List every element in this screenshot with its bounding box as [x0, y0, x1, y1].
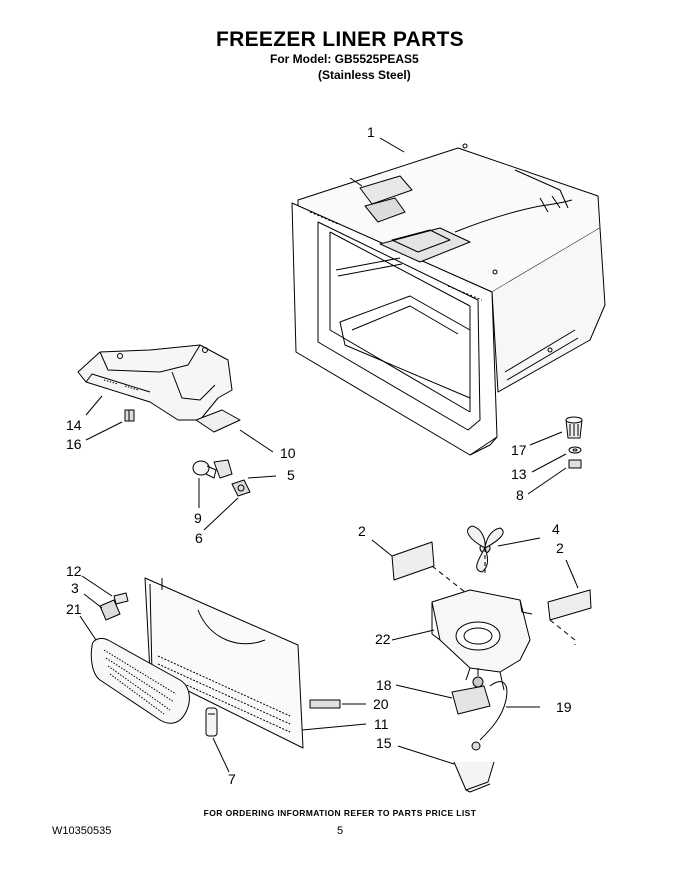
foam-block-right: [547, 589, 592, 621]
callout-14: 14: [66, 417, 82, 433]
callout-12: 12: [66, 563, 82, 579]
callout-5: 5: [287, 467, 295, 483]
damper-knob: [565, 416, 583, 439]
callout-9: 9: [194, 510, 202, 526]
callout-20: 20: [373, 696, 389, 712]
ordering-note: FOR ORDERING INFORMATION REFER TO PARTS …: [203, 808, 477, 818]
air-duct-cover: [77, 344, 233, 421]
callout-7: 7: [228, 771, 236, 787]
foam-block-left: [391, 541, 435, 581]
clip-16: [124, 409, 135, 422]
foam-pad: [195, 409, 241, 433]
callout-2-left: 2: [358, 523, 366, 539]
bracket-3: [99, 599, 121, 621]
finish-line: (Stainless Steel): [318, 68, 411, 82]
motor-bracket: [453, 741, 495, 793]
callout-21: 21: [66, 601, 82, 617]
screw-12: [113, 592, 129, 605]
light-socket: [213, 459, 233, 479]
fan-blade: [467, 525, 504, 575]
callout-labels: 1 14 16 10 5 9 6 17 13 8 2 4 2 12 3 21 2…: [66, 124, 572, 787]
foam-strip: [309, 699, 341, 709]
callout-18: 18: [376, 677, 392, 693]
callout-1: 1: [367, 124, 375, 140]
callout-4: 4: [552, 521, 560, 537]
washer-13: [568, 446, 582, 454]
freezer-liner-tub: [291, 143, 606, 456]
model-line: For Model: GB5525PEAS5: [270, 52, 419, 66]
fan-shroud: [431, 589, 533, 691]
callout-16: 16: [66, 436, 82, 452]
callout-3: 3: [71, 580, 79, 596]
light-bulb: [192, 460, 217, 479]
rear-panel: [144, 577, 304, 749]
page-number: 5: [337, 825, 344, 837]
callout-17: 17: [511, 442, 527, 458]
thermistor: [205, 707, 218, 737]
callout-19: 19: [556, 699, 572, 715]
callout-10: 10: [280, 445, 296, 461]
fan-motor: [451, 668, 491, 715]
callout-2-right: 2: [556, 540, 564, 556]
callout-11: 11: [374, 716, 389, 732]
socket-clip: [231, 479, 251, 497]
air-grille: [90, 637, 190, 724]
page-title: FREEZER LINER PARTS: [216, 28, 464, 51]
callout-22: 22: [375, 631, 391, 647]
callout-6: 6: [195, 530, 203, 546]
fan-wire-harness: [479, 681, 508, 741]
document-number: W10350535: [52, 825, 112, 837]
callout-15: 15: [376, 735, 392, 751]
nut-8: [568, 459, 582, 469]
callout-8: 8: [516, 487, 524, 503]
callout-13: 13: [511, 466, 527, 482]
